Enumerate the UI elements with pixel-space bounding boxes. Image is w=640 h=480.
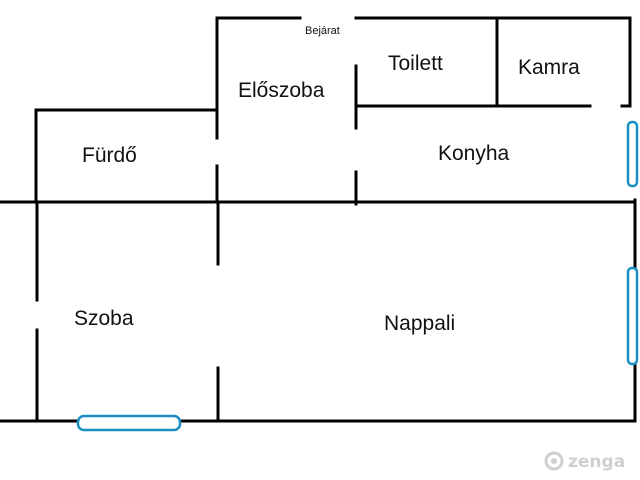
room-label-szoba: Szoba	[74, 307, 134, 330]
watermark: zenga	[544, 451, 625, 472]
room-label-furdo: Fürdő	[82, 144, 137, 167]
room-label-konyha: Konyha	[438, 142, 510, 165]
room-labels: Előszoba Toilett Kamra Fürdő Konyha Szob…	[74, 25, 580, 335]
room-label-kamra: Kamra	[518, 56, 580, 79]
window-nappali	[626, 266, 639, 366]
window-szoba	[76, 414, 182, 432]
room-label-toilett: Toilett	[388, 52, 443, 75]
entrance-label: Bejárat	[305, 25, 340, 37]
window-konyha	[626, 120, 639, 188]
room-label-eloszoba: Előszoba	[238, 79, 325, 102]
windows	[76, 120, 639, 432]
watermark-text: zenga	[568, 452, 625, 472]
zenga-logo-icon	[544, 451, 564, 471]
room-label-nappali: Nappali	[384, 312, 455, 335]
